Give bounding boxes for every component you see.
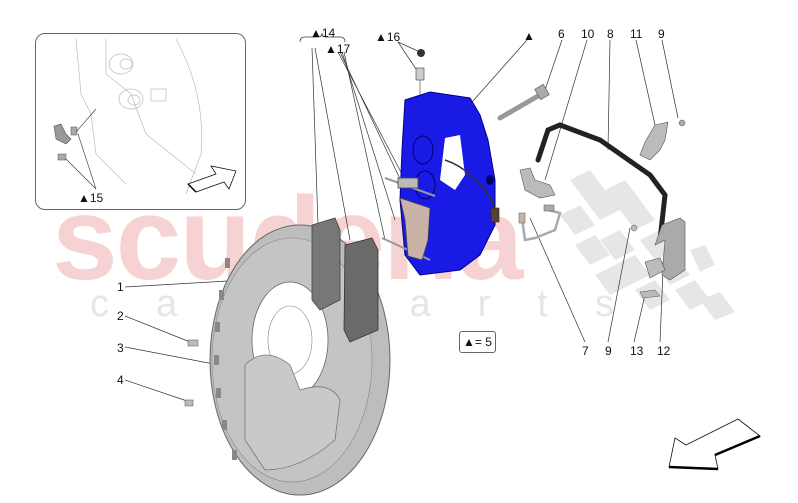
callout-12: 12 — [657, 344, 671, 358]
screw-4 — [184, 399, 194, 407]
callout-2: 2 — [117, 309, 124, 323]
callout-7: 7 — [582, 344, 589, 358]
callout-1: 1 — [117, 280, 124, 294]
callout-10: 10 — [581, 27, 595, 41]
inset-detail-box: ▲15 — [35, 33, 246, 210]
callout-9-top: 9 — [658, 27, 665, 41]
leader-lines — [124, 32, 679, 403]
quantity-legend: ▲= 5 — [459, 331, 496, 353]
callout-15: ▲15 — [78, 191, 104, 205]
callout-9-bottom: 9 — [605, 344, 612, 358]
callout-3: 3 — [117, 341, 124, 355]
bleeder-screw — [415, 49, 425, 95]
callout-16: ▲16 — [375, 30, 401, 44]
callout-13: 13 — [630, 344, 644, 358]
pad-sensor-wire — [444, 159, 500, 223]
callout-caliper: ▲ — [523, 29, 535, 43]
callout-17: ▲17 — [325, 42, 351, 56]
brake-pipe-7 — [518, 204, 562, 242]
screw-2 — [187, 339, 199, 347]
direction-arrow-icon — [668, 418, 761, 471]
inset-direction-arrow-icon — [187, 165, 237, 193]
bracket-12 — [630, 217, 686, 299]
callout-6: 6 — [558, 27, 565, 41]
brake-pads — [311, 217, 379, 343]
bracket-11 — [639, 119, 686, 161]
callout-14: ▲14 — [310, 26, 336, 40]
brake-hose — [535, 122, 668, 243]
callout-4: 4 — [117, 373, 124, 387]
inset-artwork — [53, 38, 237, 195]
callout-11: 11 — [630, 27, 643, 41]
pad-spring — [381, 177, 436, 261]
bolt-6 — [497, 83, 550, 121]
callout-8: 8 — [607, 27, 614, 41]
clip-bracket-10 — [519, 167, 556, 199]
